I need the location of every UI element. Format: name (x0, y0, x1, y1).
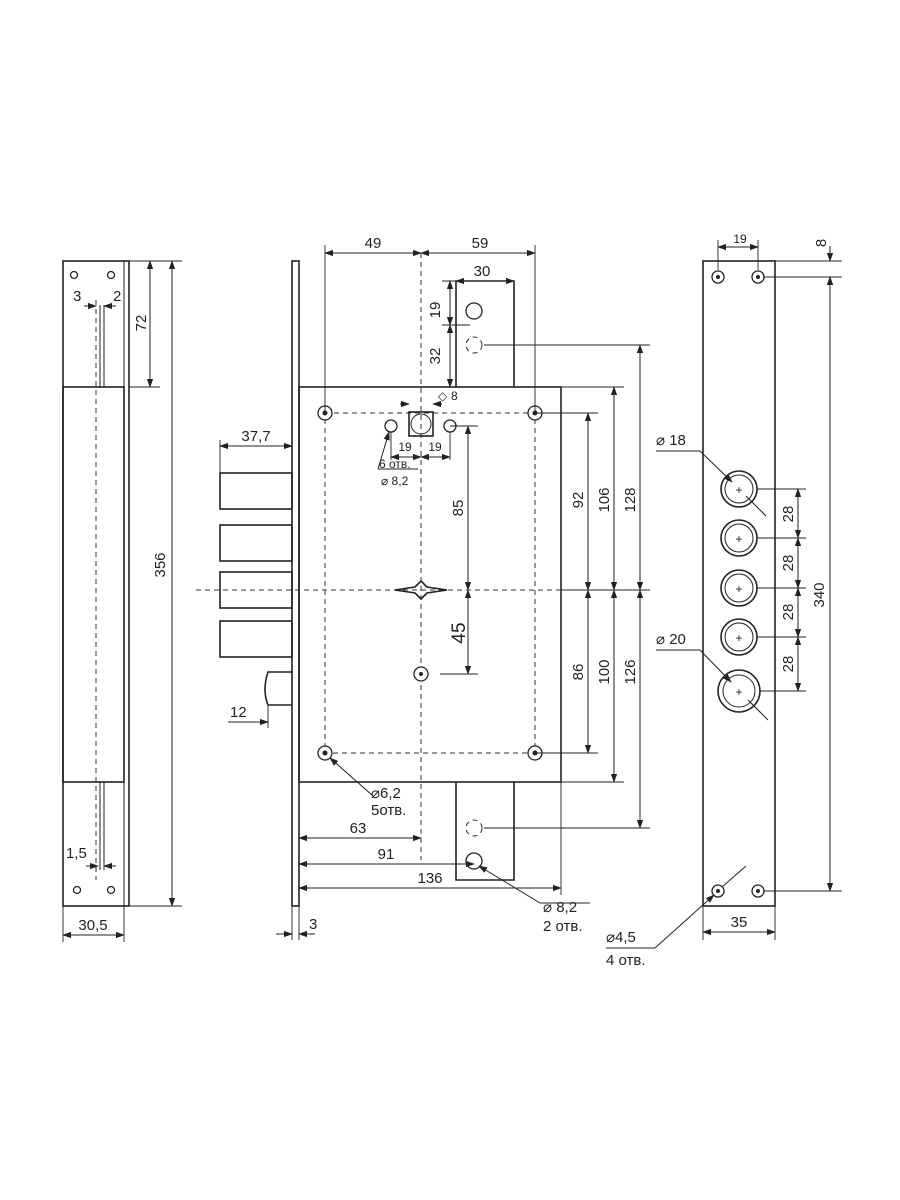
keyhole (394, 579, 448, 601)
note-6-holes: 6 отв. (379, 457, 411, 471)
left-screw-hole (106, 270, 116, 280)
svg-text:+: + (735, 631, 742, 645)
strike-bolt-hole: + (720, 618, 758, 656)
faceplate-strip (291, 260, 300, 907)
dim-356: 356 (152, 552, 169, 577)
tab-hole-dashed (465, 336, 483, 354)
bolt (219, 524, 293, 562)
dim-91: 91 (378, 846, 395, 863)
dim-30-5: 30,5 (78, 917, 107, 934)
dim-45: 45 (449, 622, 470, 643)
dim-12: 12 (230, 704, 247, 721)
mounting-pattern (324, 412, 536, 754)
dim-92: 92 (570, 492, 587, 509)
dim-128: 128 (622, 487, 639, 512)
svg-text:+: + (735, 532, 742, 546)
note-6-holes-dia: ⌀ 8,2 (381, 474, 409, 488)
dim-49: 49 (365, 235, 382, 252)
note-4-holes: 4 отв. (606, 952, 646, 969)
dim-28: 28 (780, 604, 797, 621)
dim-28: 28 (780, 506, 797, 523)
dim-3-faceplate: 3 (309, 916, 317, 933)
svg-text:+: + (735, 582, 742, 596)
dim-136: 136 (417, 870, 442, 887)
dim-59: 59 (472, 235, 489, 252)
top-tab (455, 280, 515, 387)
cylinder-hole (384, 419, 398, 433)
note-5-holes: 5отв. (371, 802, 406, 819)
dim-30: 30 (474, 263, 491, 280)
note-5-holes-dia: ⌀6,2 (371, 785, 401, 802)
dim-2: 2 (113, 288, 121, 305)
note-dia-18: ⌀ 18 (656, 432, 686, 449)
left-screw-hole (106, 885, 116, 895)
left-side-view: 3 2 72 356 1,5 30,5 (62, 260, 182, 942)
dim-19-tab: 19 (427, 302, 444, 319)
dim-126: 126 (622, 659, 639, 684)
bottom-tab (455, 782, 515, 881)
latch (264, 671, 292, 706)
note-dia-4-5: ⌀4,5 (606, 929, 636, 946)
dim-3: 3 (73, 288, 81, 305)
dim-19-strike: 19 (733, 232, 747, 246)
dim-8-strike: 8 (813, 239, 830, 247)
dim-85: 85 (450, 500, 467, 517)
dim-28: 28 (780, 656, 797, 673)
note-2-holes: 2 отв. (543, 918, 583, 935)
strike-bolt-hole: + (720, 519, 758, 557)
dim-1-5: 1,5 (66, 845, 87, 862)
strike-bolt-hole: + (720, 569, 758, 607)
left-screw-hole (69, 270, 79, 280)
center-front-view: 49 59 30 19 32 ◇ 8 37,7 19 19 6 отв. ⌀ 8… (196, 235, 650, 940)
dim-86: 86 (570, 664, 587, 681)
left-body-outline (62, 386, 125, 783)
dim-37-7: 37,7 (241, 428, 270, 445)
dim-72: 72 (133, 315, 150, 332)
dim-340: 340 (811, 582, 828, 607)
square-symbol: ◇ (438, 389, 448, 403)
svg-text:+: + (735, 483, 742, 497)
right-strike-plate-view: + + + + + 19 8 340 (606, 232, 842, 969)
bolt (219, 472, 293, 510)
dim-63: 63 (350, 820, 367, 837)
bolt (219, 620, 293, 658)
strike-plate-outline (702, 260, 776, 907)
dim-32: 32 (427, 348, 444, 365)
dim-106: 106 (596, 487, 613, 512)
dim-100: 100 (596, 659, 613, 684)
dim-35: 35 (731, 914, 748, 931)
note-dia-20: ⌀ 20 (656, 631, 686, 648)
lock-body (298, 386, 562, 783)
svg-text:+: + (735, 685, 742, 699)
dim-8-square: 8 (451, 389, 458, 403)
tab-hole-dashed (465, 819, 483, 837)
dim-19-right: 19 (428, 440, 442, 454)
note-2-holes-dia: ⌀ 8,2 (543, 899, 577, 916)
left-screw-hole (72, 885, 82, 895)
dim-28: 28 (780, 555, 797, 572)
spindle-square (408, 411, 434, 437)
tab-hole (465, 302, 483, 320)
bolt (219, 571, 293, 609)
dim-19-left: 19 (398, 440, 412, 454)
